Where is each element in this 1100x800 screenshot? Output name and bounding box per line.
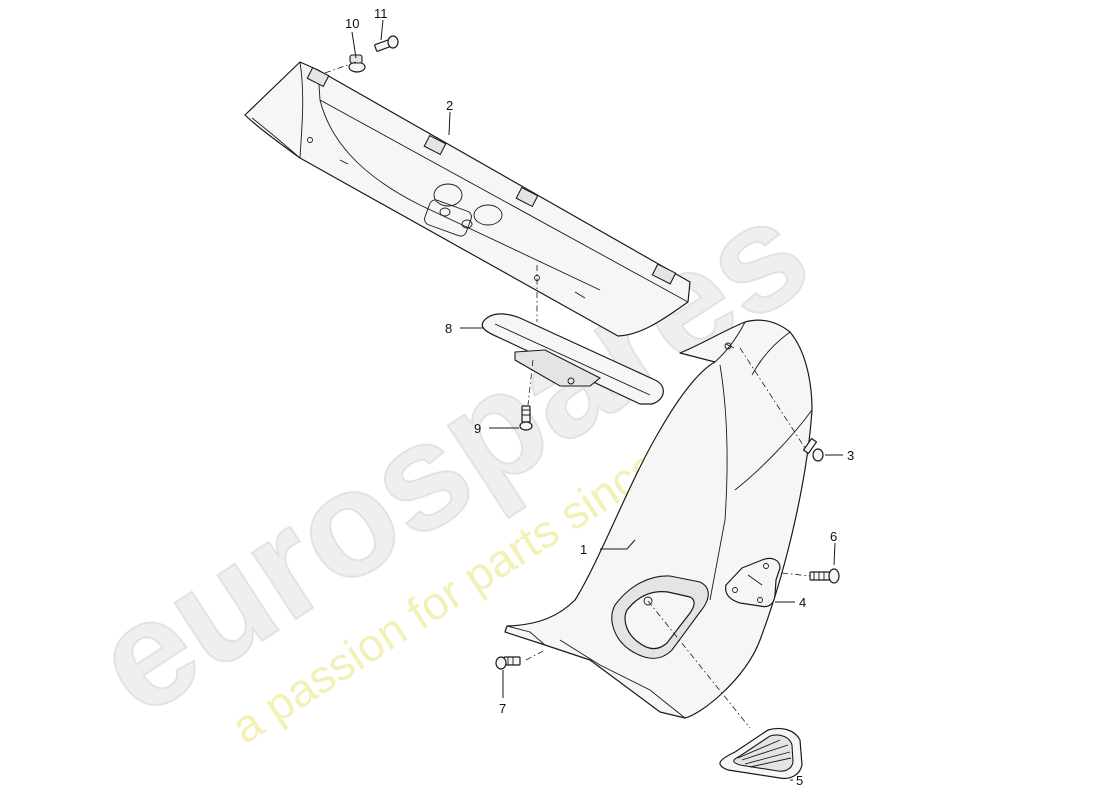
callout-10: 10: [345, 16, 359, 31]
callout-9: 9: [474, 421, 481, 436]
part-8-cover: [481, 313, 664, 405]
assembly-lines: [324, 61, 811, 729]
callout-3: 3: [847, 448, 854, 463]
part-3-screw: [802, 437, 824, 462]
leader-lines: [351, 19, 843, 781]
callout-7: 7: [499, 701, 506, 716]
part-9-screw: [519, 405, 533, 431]
part-7-screw: [495, 656, 521, 670]
part-11-screw: [374, 35, 399, 52]
part-10-clip: [348, 54, 366, 73]
part-1-pillar-trim: [504, 319, 813, 719]
callout-6: 6: [830, 529, 837, 544]
callout-2: 2: [446, 98, 453, 113]
callout-11: 11: [374, 6, 388, 21]
part-2-upper-trim: [244, 61, 691, 337]
callouts: 10 11 2 8 9 3 1 6 4 7 5: [345, 6, 854, 788]
part-5-grille: [719, 727, 803, 780]
callout-4: 4: [799, 595, 806, 610]
callout-1: 1: [580, 542, 587, 557]
callout-5: 5: [796, 773, 803, 788]
part-4-bracket: [725, 557, 781, 608]
callout-8: 8: [445, 321, 452, 336]
part-6-screw: [809, 568, 840, 584]
